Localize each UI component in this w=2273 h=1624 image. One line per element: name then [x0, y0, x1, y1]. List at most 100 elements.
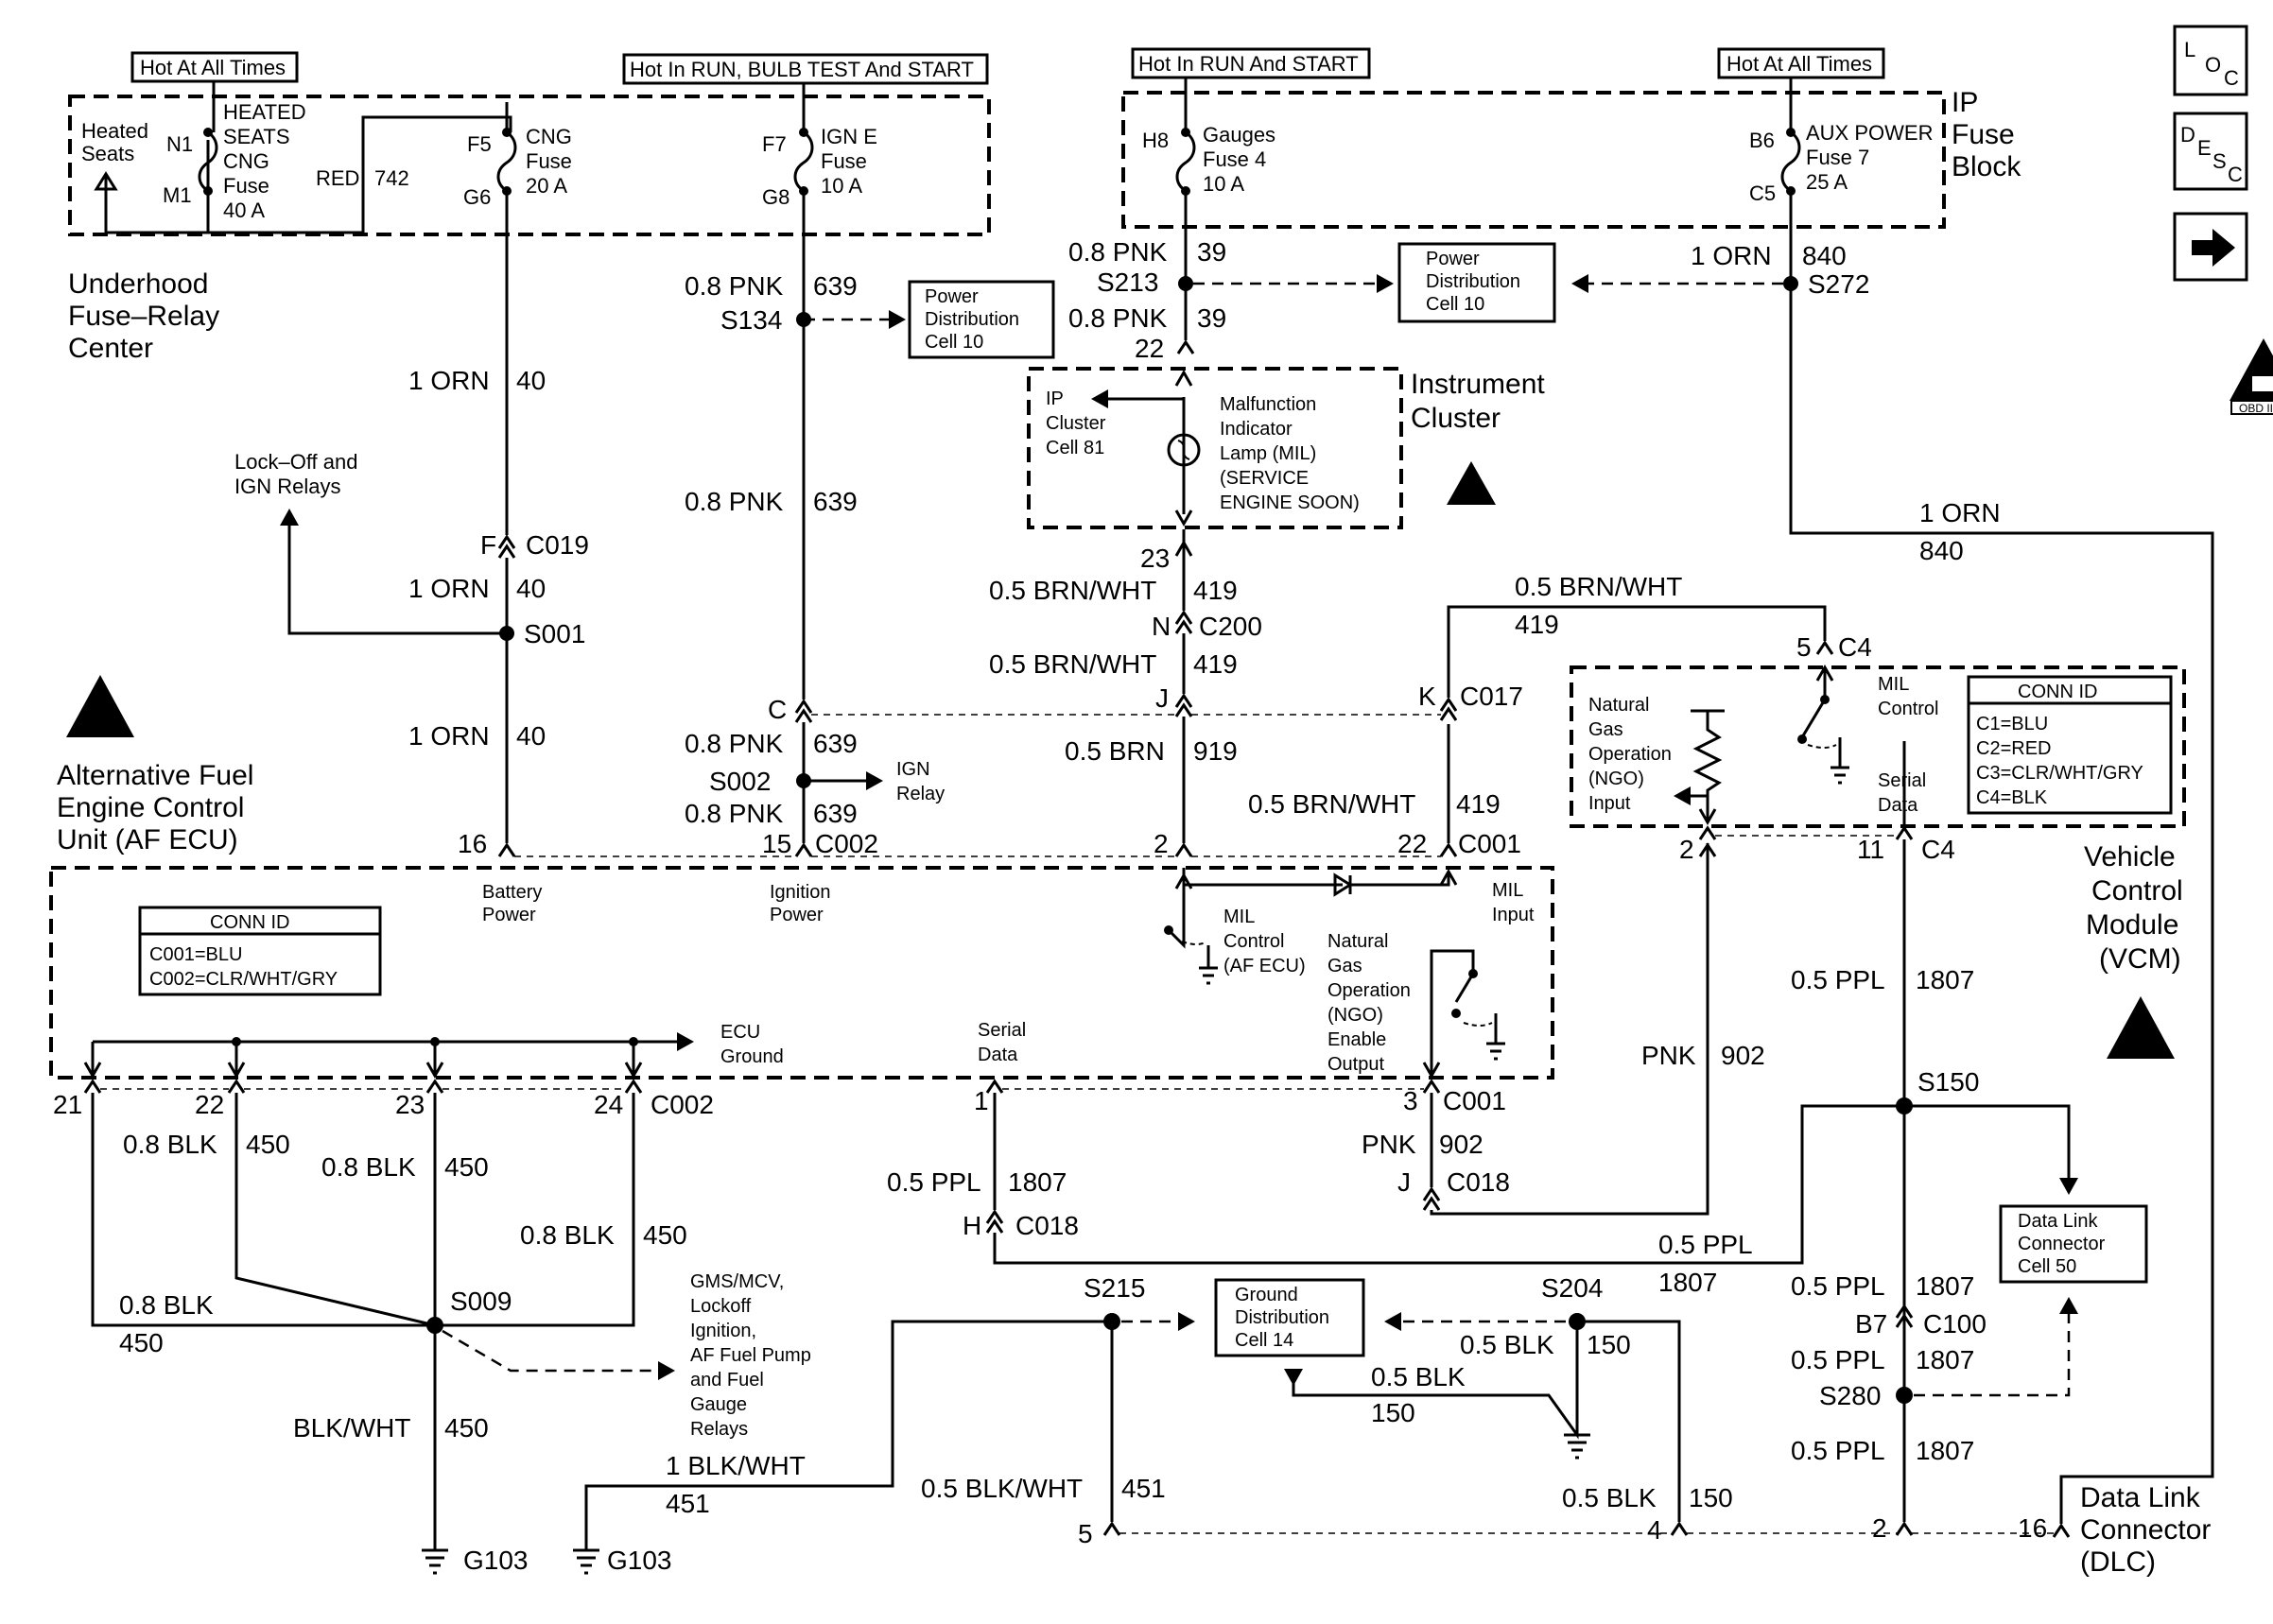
- connector-c4-a: C4: [1838, 632, 1872, 662]
- wire-blk-450-a: 0.8 BLK: [123, 1130, 217, 1159]
- af-ecu: Alternative Fuel Engine Control Unit (AF…: [49, 675, 1554, 1080]
- svg-text:Instrument: Instrument: [1411, 369, 1545, 400]
- svg-text:40: 40: [516, 366, 546, 395]
- description-icon-button[interactable]: D E S C: [2173, 112, 2248, 191]
- mil-control-ecu-label: MIL: [1223, 907, 1255, 927]
- svg-text:SEATS: SEATS: [223, 125, 290, 148]
- svg-text:CONN ID: CONN ID: [2018, 682, 2097, 702]
- svg-text:Block: Block: [1952, 151, 2021, 182]
- svg-text:450: 450: [444, 1152, 489, 1182]
- svg-text:Center: Center: [68, 333, 153, 364]
- svg-text:Power: Power: [925, 286, 979, 307]
- svg-text:450: 450: [643, 1220, 687, 1250]
- svg-text:Control: Control: [1223, 931, 1284, 952]
- svg-text:Relay: Relay: [896, 784, 945, 804]
- desc-letter-d: D: [2180, 123, 2195, 147]
- splice-s280: S280: [1819, 1381, 1881, 1410]
- connector-n: N: [1152, 612, 1171, 641]
- splice-s204: S204: [1541, 1273, 1603, 1303]
- loc-letter-c: C: [2224, 66, 2239, 90]
- splice-s134: S134: [720, 305, 782, 335]
- circuit-419-mil: 23 0.5 BRN/WHT 419 N C200 0.5 BRN/WHT 41…: [989, 529, 1872, 858]
- pin-23-ground: 23: [395, 1090, 425, 1119]
- svg-text:Hot At All Times: Hot At All Times: [140, 56, 286, 79]
- wire-brn-919: 0.5 BRN: [1065, 736, 1165, 766]
- wire-blk-wht-451-b: 0.5 BLK/WHT: [921, 1474, 1083, 1503]
- svg-text:150: 150: [1371, 1398, 1415, 1427]
- svg-text:Cell 81: Cell 81: [1046, 438, 1104, 458]
- loc-letter-l: L: [2184, 38, 2195, 61]
- connector-c002-a: C002: [815, 829, 878, 858]
- pin-15: 15: [762, 829, 791, 858]
- wire-brn-wht-419-c: 0.5 BRN/WHT: [1515, 572, 1682, 601]
- svg-text:CNG: CNG: [223, 149, 269, 173]
- svg-text:(AF ECU): (AF ECU): [1223, 956, 1306, 976]
- svg-text:450: 450: [246, 1130, 290, 1159]
- obd-label: OBD II: [2239, 402, 2273, 415]
- fuse-g6: G6: [463, 185, 491, 209]
- conn-id-table-2: [1967, 675, 2173, 815]
- connector-k: K: [1418, 682, 1436, 711]
- wire-pnk-39-a: 0.8 PNK: [1068, 237, 1168, 267]
- svg-text:Cell 50: Cell 50: [2018, 1256, 2076, 1277]
- svg-text:Fuse–Relay: Fuse–Relay: [68, 301, 219, 332]
- next-arrow-icon-button[interactable]: [2173, 212, 2248, 282]
- svg-text:Unit (AF ECU): Unit (AF ECU): [57, 824, 238, 855]
- svg-text:Power: Power: [1426, 249, 1480, 269]
- wire-pnk-639-a: 0.8 PNK: [685, 271, 784, 301]
- connector-c001-a: C001: [1458, 829, 1521, 858]
- circuit-840-orn: 1 ORN 840 S272 1 ORN 840: [1571, 191, 2214, 1538]
- circuit-39-pnk: 0.8 PNK 39 S213 Power Distribution Cell …: [1068, 191, 1556, 363]
- svg-text:840: 840: [1919, 536, 1964, 565]
- svg-text:840: 840: [1802, 241, 1847, 270]
- circuit-451-150-ground: G103 1 BLK/WHT 451 S215 Ground Distribut…: [573, 1273, 1733, 1575]
- svg-text:419: 419: [1456, 789, 1501, 819]
- wire-1-orn-a: 1 ORN: [408, 366, 490, 395]
- wire-pnk-902-a: PNK: [1641, 1041, 1696, 1070]
- svg-text:Lamp (MIL): Lamp (MIL): [1220, 443, 1316, 464]
- wire-pnk-902-b: PNK: [1362, 1130, 1416, 1159]
- svg-text:Ground: Ground: [720, 1046, 784, 1067]
- splice-s213: S213: [1097, 268, 1158, 297]
- svg-text:Distribution: Distribution: [1235, 1307, 1329, 1328]
- desc-letter-c: C: [2228, 163, 2243, 186]
- circuit-450-ground: 0.8 BLK 450 0.8 BLK 450 0.8 BLK 450 0.8 …: [91, 1093, 811, 1575]
- svg-text:Distribution: Distribution: [1426, 271, 1520, 292]
- battery-power-label: Battery: [482, 882, 542, 903]
- wire-blk-wht-450: BLK/WHT: [293, 1413, 410, 1443]
- circuit-902-pnk: PNK 902 J C018 PNK 902: [1362, 842, 1765, 1216]
- svg-text:Cell 14: Cell 14: [1235, 1330, 1293, 1351]
- svg-text:1807: 1807: [1916, 1436, 1974, 1465]
- svg-text:Fuse 4: Fuse 4: [1203, 147, 1266, 171]
- pin-1: 1: [974, 1086, 989, 1115]
- svg-text:25 A: 25 A: [1806, 170, 1848, 194]
- location-icon-button[interactable]: L O C: [2173, 25, 2248, 96]
- svg-text:Lockoff: Lockoff: [690, 1296, 752, 1317]
- wire-ppl-1807-a: 0.5 PPL: [1791, 965, 1885, 994]
- heated-seats-label: Heated: [81, 119, 148, 143]
- svg-text:39: 39: [1197, 303, 1226, 333]
- svg-text:419: 419: [1515, 610, 1559, 639]
- pin-24-ground: 24: [594, 1090, 623, 1119]
- svg-text:40: 40: [516, 721, 546, 751]
- splice-s009: S009: [450, 1287, 512, 1316]
- svg-text:IP: IP: [1952, 87, 1978, 118]
- wire-ppl-1807-f: 0.5 PPL: [1791, 1436, 1885, 1465]
- connector-c200: C200: [1199, 612, 1262, 641]
- svg-text:C3=CLR/WHT/GRY: C3=CLR/WHT/GRY: [1976, 763, 2143, 784]
- obd-ii-icon: OBD II: [2230, 338, 2273, 415]
- svg-text:Input: Input: [1588, 793, 1631, 814]
- conn-id-table-1: [138, 906, 382, 996]
- svg-text:Fuse 7: Fuse 7: [1806, 146, 1869, 169]
- svg-text:(DLC): (DLC): [2080, 1546, 2156, 1578]
- wire-ppl-1807-c: 0.5 PPL: [1658, 1230, 1753, 1259]
- pin-22-ic: 22: [1135, 334, 1164, 363]
- fuse-n1: N1: [166, 132, 193, 156]
- loc-letter-o: O: [2205, 53, 2221, 77]
- gms-relays-label: GMS/MCV,: [690, 1271, 784, 1292]
- svg-text:IGN Relays: IGN Relays: [234, 475, 340, 498]
- power-distribution-cell-10-b: [1397, 242, 1556, 323]
- svg-text:Data: Data: [978, 1045, 1018, 1065]
- wire-ppl-1807-d: 0.5 PPL: [1791, 1271, 1885, 1301]
- svg-text:450: 450: [444, 1413, 489, 1443]
